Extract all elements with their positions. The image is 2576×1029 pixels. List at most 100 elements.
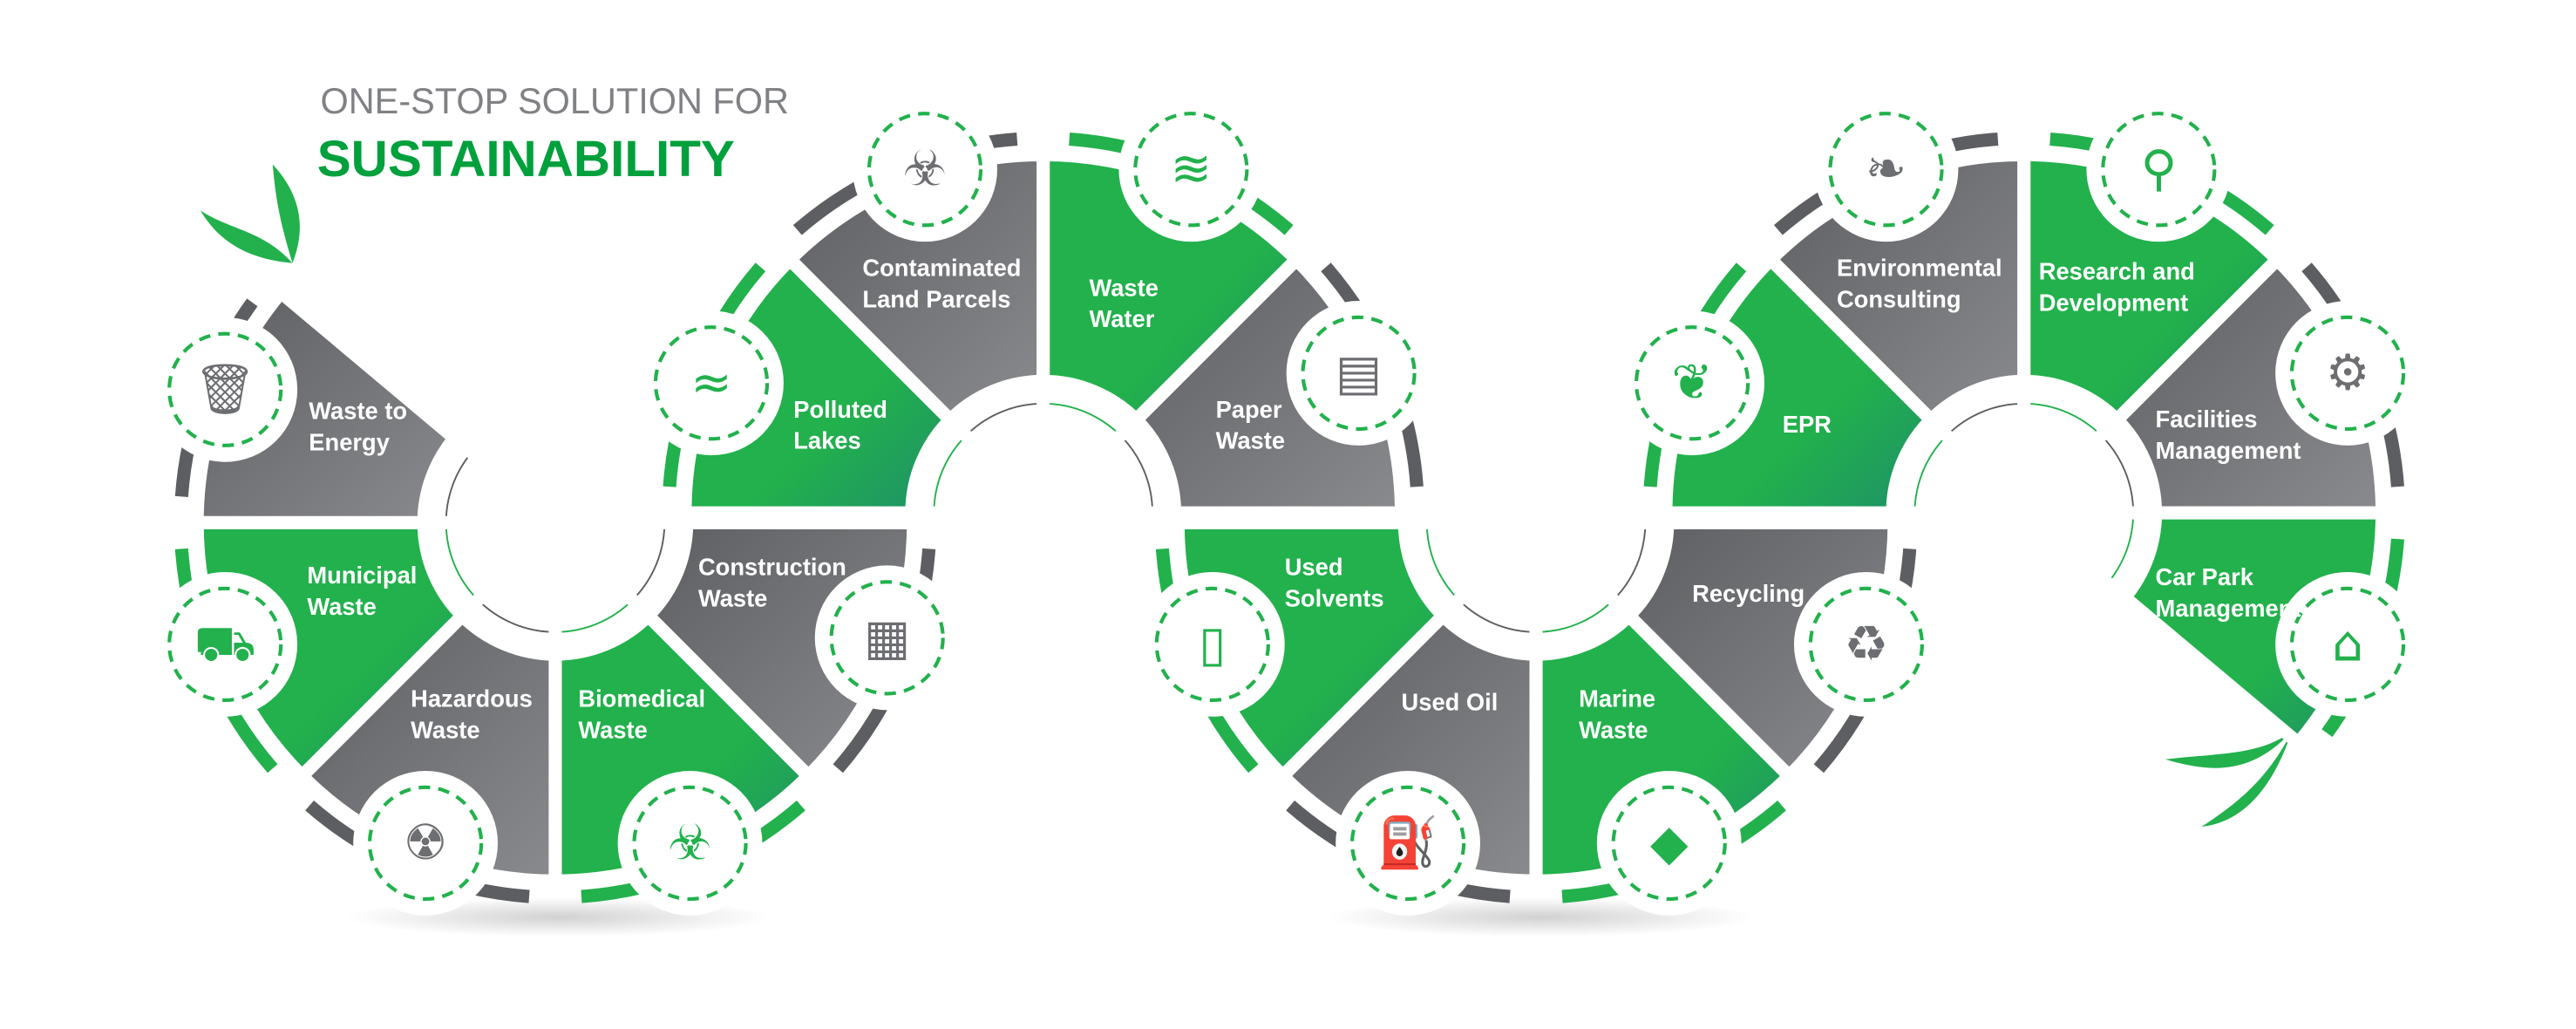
- segment-label-line: Management: [2156, 595, 2301, 622]
- outer-accent-arc: [1321, 262, 1424, 487]
- car-garage-icon: ⌂: [2275, 571, 2420, 717]
- svg-text:▯: ▯: [1199, 616, 1226, 672]
- recycle-bin-icon: ♻: [1793, 571, 1939, 717]
- segment-contaminated-land-parcels[interactable]: [780, 132, 1050, 451]
- inner-accent-arc: [548, 585, 648, 646]
- segment-label-line: Waste: [1089, 274, 1158, 301]
- inner-accent-arc: [1529, 585, 1628, 646]
- segment-label-line: Water: [1089, 305, 1154, 332]
- svg-text:☢: ☢: [404, 814, 448, 871]
- gear-icon: ⚙: [2275, 301, 2420, 446]
- inner-accent-arc: [2092, 506, 2148, 597]
- svg-text:☣: ☣: [668, 814, 712, 871]
- svg-text:⛽: ⛽: [1377, 814, 1438, 871]
- segment-label: Used Oil: [1402, 688, 1499, 715]
- outer-accent-arc: [1561, 801, 1786, 903]
- segment-label-line: Waste: [1579, 716, 1648, 743]
- hazard-barrel-icon: ☢: [353, 770, 499, 916]
- svg-text:🗑: 🗑: [194, 361, 256, 418]
- inner-accent-arc: [1444, 585, 1543, 646]
- polluted-water-bottle-icon: ≈: [639, 310, 784, 456]
- outer-accent-arc: [1643, 262, 1747, 487]
- paper-stack-icon: ▤: [1286, 301, 1431, 446]
- inner-accent-arc: [617, 515, 679, 615]
- inner-accent-arc: [432, 438, 487, 529]
- segment-label-line: Waste: [307, 593, 376, 620]
- outer-accent-arc: [2049, 132, 2274, 235]
- outer-accent-arc: [2321, 538, 2404, 738]
- svg-text:⌂: ⌂: [2332, 616, 2363, 672]
- waste-water-pipe-icon: ≋: [1118, 97, 1264, 242]
- outer-accent-arc: [2301, 262, 2404, 487]
- segment-label-line: EPR: [1783, 411, 1832, 438]
- segment-label-line: Waste: [578, 716, 647, 743]
- segment-label-line: Lakes: [793, 427, 860, 454]
- segment-label-line: Biomedical: [578, 685, 705, 712]
- building-rubble-icon: ▦: [814, 565, 960, 711]
- segment-shape: [780, 147, 1050, 430]
- speech-leaf-icon: ❧: [1813, 97, 1959, 242]
- svg-text:❧: ❧: [1866, 141, 1907, 198]
- segment-label-line: Paper: [1216, 396, 1282, 423]
- garbage-truck-icon: ⛟: [153, 571, 298, 717]
- segment-label-line: Energy: [309, 429, 390, 456]
- outer-accent-arc: [1069, 132, 1294, 235]
- segment-label-line: Municipal: [307, 562, 417, 589]
- segment-label-line: Development: [2039, 289, 2189, 316]
- segment-label-line: Waste to: [309, 398, 407, 425]
- segment-label-line: Marine: [1579, 685, 1655, 712]
- inner-accent-arc: [1412, 515, 1474, 615]
- outer-accent-arc: [305, 801, 530, 903]
- title-line-1: ONE-STOP SOLUTION FOR: [320, 80, 788, 121]
- svg-text:▤: ▤: [1336, 344, 1382, 401]
- segment-label-line: Car Park: [2156, 563, 2254, 590]
- svg-text:⚙: ⚙: [2326, 344, 2370, 401]
- title-line-2: SUSTAINABILITY: [317, 131, 735, 187]
- outer-accent-arc: [1155, 548, 1259, 773]
- segment-label-line: Used: [1285, 554, 1343, 581]
- segment-label-line: Construction: [698, 554, 846, 581]
- contaminated-land-icon: ☣: [853, 97, 997, 242]
- segment-label-line: Land Parcels: [862, 286, 1010, 313]
- outer-accent-arc: [1773, 132, 1999, 235]
- svg-text:❦: ❦: [1671, 355, 1712, 412]
- segment-label: Waste to Energy: [309, 398, 407, 456]
- outer-accent-arc: [581, 801, 805, 903]
- segment-label-line: Waste: [411, 716, 479, 743]
- segments: [174, 132, 2404, 903]
- microscope-icon: ⚲: [2086, 97, 2232, 242]
- outer-accent-arc: [663, 262, 766, 487]
- segment-label-line: Waste: [698, 585, 767, 612]
- svg-text:⛟: ⛟: [194, 616, 256, 672]
- solvent-bottle-icon: ▯: [1139, 571, 1285, 717]
- segment-label: Recycling: [1692, 580, 1805, 607]
- segment-label-line: Solvents: [1285, 585, 1384, 612]
- oil-can-icon: ⛽: [1336, 770, 1480, 916]
- segment-label-line: Recycling: [1692, 580, 1805, 607]
- svg-text:◆: ◆: [1650, 814, 1689, 871]
- svg-text:≋: ≋: [1171, 141, 1212, 198]
- leaf-top-left: [200, 164, 300, 263]
- svg-text:☣: ☣: [903, 141, 948, 198]
- outer-accent-arc: [174, 548, 278, 773]
- svg-text:⚲: ⚲: [2141, 141, 2177, 198]
- outer-accent-arc: [792, 132, 1018, 235]
- segment-label-line: Facilities: [2156, 405, 2258, 433]
- svg-text:≈: ≈: [690, 355, 731, 412]
- fish-icon: ◆: [1596, 770, 1742, 916]
